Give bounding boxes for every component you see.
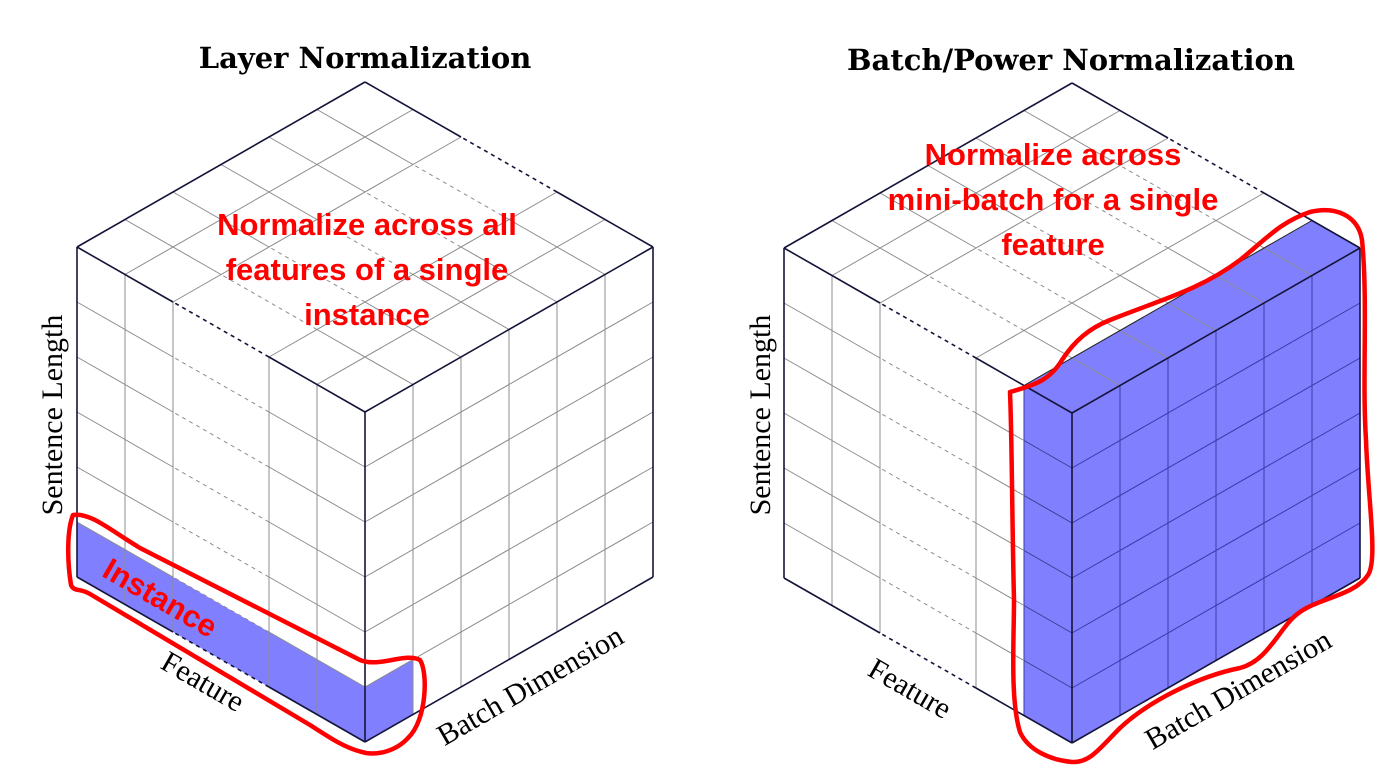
top-face-grid-line-ellipsis — [220, 274, 318, 330]
left-face-grid-row — [783, 302, 881, 359]
right-face-grid-row — [1071, 467, 1361, 634]
left-face-highlight-row — [1023, 660, 1073, 689]
instance-highlight-loop — [65, 512, 427, 756]
top-face-grid-line — [268, 191, 558, 358]
cube-top-back-right-edge-ellipsis — [1167, 137, 1265, 194]
top-face-grid-line — [172, 136, 462, 303]
batch-norm-cube — [783, 82, 1361, 744]
top-face-grid-line-ellipsis — [364, 191, 462, 248]
left-face-highlight-row — [1023, 605, 1073, 634]
top-face-grid-line — [316, 219, 606, 385]
left-face-grid-row — [76, 301, 174, 358]
left-face-grid-row-ellipsis — [879, 412, 977, 469]
left-face-highlight-row — [1023, 550, 1073, 579]
top-face-grid-line-ellipsis — [1023, 220, 1121, 276]
annotation-line: mini-batch for a single — [888, 182, 1219, 217]
left-face-grid-row — [268, 411, 366, 468]
cube-top-front-left-edge — [76, 246, 174, 303]
annotation-line: Normalize across — [925, 137, 1182, 172]
cube-bottom-right-edge — [364, 576, 654, 743]
cube-top-back-right-edge — [1263, 192, 1361, 249]
left-face-grid-row-ellipsis — [879, 577, 977, 634]
left-face-grid-row — [783, 412, 881, 469]
left-face-highlight-row — [1023, 440, 1073, 469]
left-face-grid-row — [76, 356, 174, 413]
annotation-line: feature — [1001, 227, 1104, 262]
right-face-grid-row — [1071, 412, 1361, 579]
left-face-grid-row — [76, 521, 174, 578]
left-face-grid-row — [268, 466, 366, 523]
layer-norm-title: Layer Normalization — [199, 41, 532, 75]
top-face-grid-line — [975, 192, 1265, 359]
sentence-length-label: Sentence Length — [36, 315, 69, 516]
cube-top-front-right-edge — [364, 246, 654, 413]
cube-bottom-left-edge-ellipsis — [879, 632, 977, 689]
left-face-highlight-row — [1023, 495, 1073, 524]
cube-top-back-left-edge — [76, 81, 366, 248]
top-face-grid-line — [1023, 220, 1313, 386]
right-face-grid-row — [364, 466, 654, 633]
left-face-grid-row-ellipsis — [172, 521, 270, 578]
annotation-line: Normalize across all — [217, 207, 517, 242]
cube-bottom-left-edge — [76, 576, 174, 633]
cube-top-back-right-edge — [556, 191, 654, 248]
top-face-grid-line-ellipsis — [1119, 165, 1217, 221]
left-face-grid-row-ellipsis — [172, 466, 270, 523]
top-face-grid-line-ellipsis — [268, 246, 366, 303]
annotation-line: features of a single — [226, 252, 509, 287]
right-face-grid-row — [1071, 302, 1361, 469]
right-face-grid-row — [364, 411, 654, 578]
annotation-line: instance — [304, 297, 430, 332]
feature-axis-label: Feature — [863, 652, 957, 726]
left-face-grid-row-ellipsis — [879, 357, 977, 414]
cube-top-back-left-edge — [783, 82, 1073, 249]
top-face-grid-line — [831, 110, 1121, 276]
left-face-grid-row-ellipsis — [172, 411, 270, 468]
cube-top-front-left-edge-ellipsis — [879, 302, 977, 359]
top-face-grid-line-ellipsis — [316, 219, 414, 275]
top-face-grid-line-ellipsis — [1071, 192, 1169, 249]
layer-norm-cube — [76, 81, 654, 743]
left-face-grid-row — [783, 357, 881, 414]
cube-top-front-right-edge — [1071, 247, 1361, 414]
layer-norm-annotation: Normalize across all features of a singl… — [217, 207, 517, 332]
right-face-grid-row — [1071, 522, 1361, 689]
feature-highlight-loop — [1007, 207, 1375, 765]
left-face-grid-row-ellipsis — [879, 522, 977, 579]
left-face-grid-row — [268, 521, 366, 578]
cube-top-front-left-edge — [268, 356, 366, 413]
left-face-grid-row — [268, 631, 366, 688]
cube-top-front-left-edge — [783, 247, 881, 304]
top-face-grid-line-ellipsis — [412, 164, 510, 220]
sentence-length-label: Sentence Length — [744, 315, 777, 516]
left-face-grid-row — [268, 576, 366, 633]
cube-bottom-left-edge — [783, 577, 881, 634]
left-face-grid-row-ellipsis — [879, 467, 977, 524]
cube-bottom-left-edge-ellipsis — [172, 631, 270, 688]
top-face-grid-line — [879, 137, 1169, 304]
cube-top-front-left-edge-ellipsis — [172, 301, 270, 358]
right-face-grid-row — [364, 356, 654, 523]
cube-bottom-left-edge — [268, 686, 366, 743]
top-face-grid-line — [124, 109, 414, 275]
instance-highlight-right — [365, 659, 413, 742]
left-face-grid-row — [783, 522, 881, 579]
instance-highlight-left — [77, 522, 365, 742]
top-face-grid-line-ellipsis — [975, 247, 1073, 304]
left-face-grid-row — [76, 411, 174, 468]
cube-top-back-right-edge-ellipsis — [460, 136, 558, 193]
right-face-grid-row — [364, 301, 654, 468]
top-face-grid-line-ellipsis — [927, 275, 1025, 331]
cube-bottom-left-edge — [975, 687, 1073, 744]
right-face-grid-row — [1071, 357, 1361, 524]
left-face-grid-row — [76, 466, 174, 523]
cube-top-back-right-edge — [364, 81, 462, 138]
batch-norm-title: Batch/Power Normalization — [847, 43, 1295, 77]
left-face-grid-row — [783, 467, 881, 524]
left-face-grid-row-ellipsis — [172, 356, 270, 413]
cube-top-back-right-edge — [1071, 82, 1169, 139]
batch-norm-annotation: Normalize across mini-batch for a single… — [888, 137, 1219, 262]
left-face-grid-row-ellipsis — [172, 576, 270, 633]
